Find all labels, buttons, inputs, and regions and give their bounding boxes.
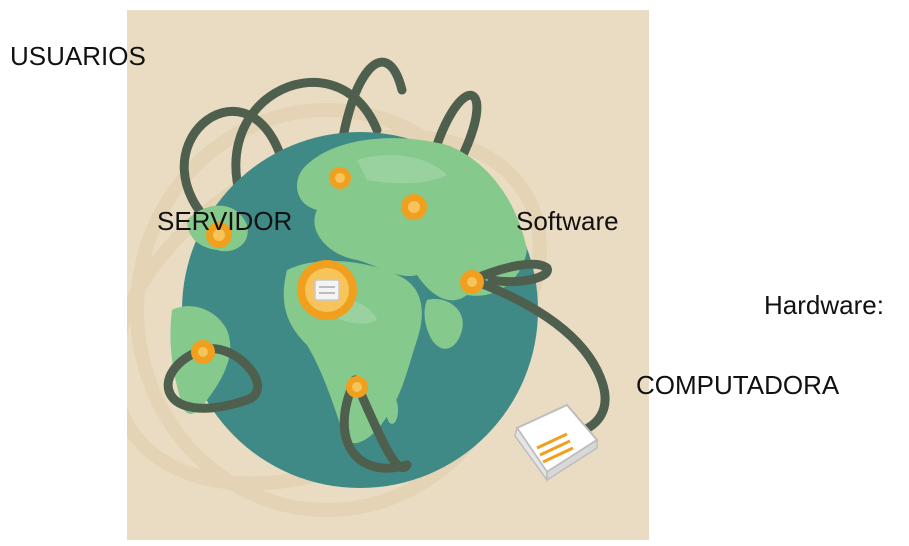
label-usuarios: USUARIOS bbox=[10, 41, 146, 71]
server-icon bbox=[297, 260, 357, 320]
network-node-icon bbox=[329, 167, 351, 189]
network-globe-illustration bbox=[127, 57, 610, 517]
network-node-icon bbox=[206, 222, 232, 248]
network-node-icon bbox=[191, 340, 215, 364]
label-hardware: Hardware: bbox=[764, 290, 884, 320]
label-servidor: SERVIDOR bbox=[157, 206, 293, 236]
network-node-icon bbox=[401, 194, 427, 220]
label-computadora: COMPUTADORA bbox=[636, 370, 840, 400]
computer-terminal-icon bbox=[514, 403, 599, 483]
network-nodes bbox=[191, 167, 484, 398]
network-node-icon bbox=[460, 270, 484, 294]
illustration-panel bbox=[127, 10, 649, 540]
label-software: Software bbox=[516, 206, 619, 236]
network-node-icon bbox=[346, 376, 368, 398]
